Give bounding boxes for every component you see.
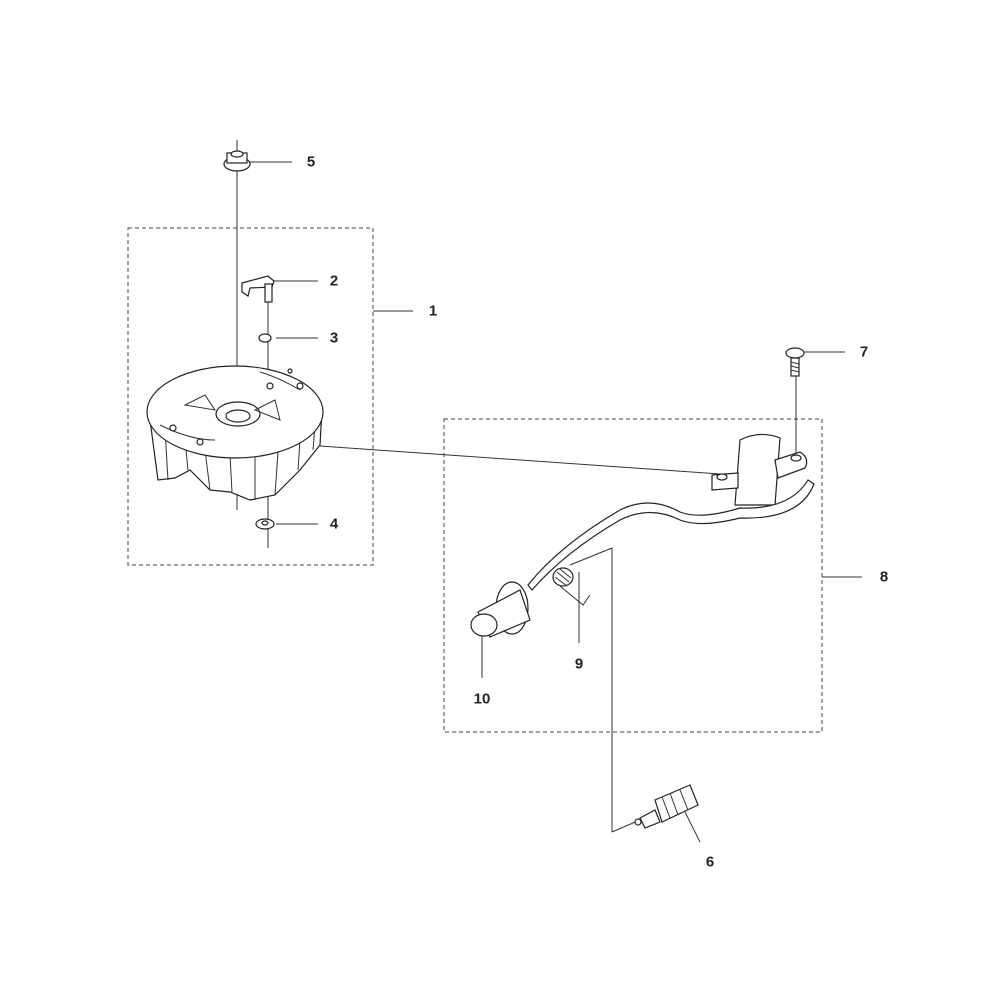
ignition-module-part (527, 433, 815, 591)
callout-9: 9 (574, 655, 584, 673)
spring-clip-part (552, 567, 591, 606)
callout-1: 1 (428, 302, 438, 320)
nut-part (223, 150, 251, 172)
screw-part (785, 347, 805, 377)
pawl-part (241, 275, 275, 303)
callout-8: 8 (879, 568, 889, 586)
callout-5: 5 (306, 153, 316, 171)
ignition-group-box (443, 418, 823, 733)
callout-7: 7 (859, 343, 869, 361)
callout-10: 10 (473, 690, 491, 708)
spark-plug-part (634, 784, 699, 829)
flywheel-group-box (127, 227, 374, 566)
spring-part (258, 333, 272, 343)
callout-4: 4 (329, 515, 339, 533)
callout-2: 2 (329, 272, 339, 290)
flywheel-part (146, 365, 324, 501)
washer-part (255, 518, 275, 530)
callout-3: 3 (329, 329, 339, 347)
spark-plug-cap-part (470, 581, 531, 638)
callout-6: 6 (705, 853, 715, 871)
